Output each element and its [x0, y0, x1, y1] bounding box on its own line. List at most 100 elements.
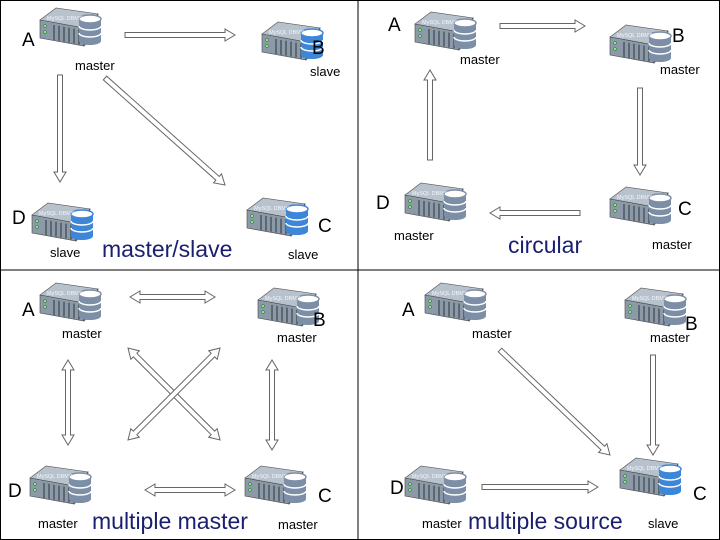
mysql-server-icon: MySQL DBMS — [404, 182, 467, 222]
node-role-label: master — [652, 237, 692, 252]
server-label: MySQL DBMS — [47, 16, 83, 22]
replication-arrow — [497, 347, 611, 456]
mysql-server-icon: MySQL DBMS — [414, 11, 477, 51]
mysql-server-icon: MySQL DBMS — [424, 282, 487, 322]
node-letter-d: D — [390, 478, 404, 499]
replication-arrow — [102, 75, 226, 186]
mysql-server-icon: MySQL DBMS — [619, 457, 682, 497]
node-letter-c: C — [693, 484, 707, 505]
server-label: MySQL DBMS — [269, 30, 305, 36]
database-icon — [443, 472, 467, 503]
database-icon — [283, 472, 307, 503]
mysql-server-icon: MySQL DBMS — [31, 202, 94, 242]
node-role-label: master — [277, 330, 317, 345]
node-letter-c: C — [678, 199, 692, 220]
mysql-server-icon: MySQL DBMS — [404, 465, 467, 505]
database-icon — [296, 294, 320, 325]
bidirectional-arrow — [265, 359, 279, 451]
database-icon — [658, 464, 682, 495]
mysql-server-icon: MySQL DBMS — [624, 287, 687, 327]
database-icon — [463, 289, 487, 320]
node-role-label: master — [75, 58, 115, 73]
node-letter-a: A — [388, 15, 401, 36]
replication-arrow — [53, 74, 67, 183]
node-role-label: master — [660, 62, 700, 77]
server-label: MySQL DBMS — [254, 206, 290, 212]
mysql-server-icon: MySQL DBMS — [244, 465, 307, 505]
database-icon — [443, 189, 467, 220]
node-letter-b: B — [312, 38, 325, 59]
panel-title: master/slave — [102, 236, 233, 262]
replication-arrow — [481, 480, 599, 494]
server-label: MySQL DBMS — [39, 211, 75, 217]
server-label: MySQL DBMS — [617, 33, 653, 39]
mysql-server-icon: MySQL DBMS — [609, 186, 672, 226]
server-label: MySQL DBMS — [422, 20, 458, 26]
mysql-server-icon: MySQL DBMS — [39, 7, 102, 47]
node-letter-a: A — [402, 300, 415, 321]
bidirectional-arrow — [144, 483, 236, 497]
server-label: MySQL DBMS — [265, 296, 301, 302]
server-label: MySQL DBMS — [432, 291, 468, 297]
mysql-server-icon: MySQL DBMS — [261, 21, 324, 61]
panel-title: circular — [508, 232, 583, 258]
database-icon — [68, 472, 92, 503]
replication-arrow — [499, 19, 586, 33]
node-letter-b: B — [313, 310, 326, 331]
server-label: MySQL DBMS — [37, 474, 73, 480]
server-label: MySQL DBMS — [252, 474, 288, 480]
bidirectional-arrow — [127, 347, 221, 441]
server-label: MySQL DBMS — [412, 191, 448, 197]
database-icon — [300, 28, 324, 59]
database-icon — [648, 31, 672, 62]
node-letter-d: D — [376, 193, 390, 214]
database-icon — [78, 14, 102, 45]
bidirectional-arrow — [129, 290, 216, 304]
server-label: MySQL DBMS — [632, 296, 668, 302]
node-role-label: master — [422, 516, 462, 531]
node-role-label: slave — [310, 64, 341, 79]
mysql-server-icon: MySQL DBMS — [609, 24, 672, 64]
replication-arrow — [489, 206, 581, 220]
database-icon — [663, 294, 687, 325]
server-label: MySQL DBMS — [412, 474, 448, 480]
node-role-label: master — [460, 52, 500, 67]
node-role-label: master — [62, 326, 102, 341]
node-letter-d: D — [8, 481, 22, 502]
database-icon — [285, 204, 309, 235]
node-role-label: master — [278, 517, 318, 532]
replication-arrow — [124, 28, 236, 42]
mysql-server-icon: MySQL DBMS — [39, 282, 102, 322]
mysql-server-icon: MySQL DBMS — [257, 287, 320, 327]
node-letter-d: D — [12, 208, 26, 229]
replication-arrow — [646, 354, 660, 456]
replication-arrow — [633, 87, 647, 176]
server-label: MySQL DBMS — [627, 466, 663, 472]
bidirectional-arrow — [61, 359, 75, 446]
database-icon — [70, 209, 94, 240]
mysql-server-icon: MySQL DBMS — [29, 465, 92, 505]
node-role-label: slave — [288, 247, 319, 262]
replication-arrow — [423, 69, 437, 161]
node-role-label: master — [650, 330, 690, 345]
node-role-label: slave — [648, 516, 679, 531]
node-role-label: master — [38, 516, 78, 531]
node-role-label: master — [394, 228, 434, 243]
node-letter-c: C — [318, 486, 332, 507]
database-icon — [78, 289, 102, 320]
server-label: MySQL DBMS — [47, 291, 83, 297]
node-letter-b: B — [685, 314, 698, 335]
panel-title: multiple master — [92, 508, 248, 534]
node-role-label: slave — [50, 245, 81, 260]
node-letter-c: C — [318, 216, 332, 237]
database-icon — [453, 18, 477, 49]
node-letter-a: A — [22, 30, 35, 51]
node-role-label: master — [472, 326, 512, 341]
panel-title: multiple source — [468, 508, 623, 534]
node-letter-b: B — [672, 26, 685, 47]
node-letter-a: A — [22, 300, 35, 321]
database-icon — [648, 193, 672, 224]
mysql-server-icon: MySQL DBMS — [246, 197, 309, 237]
